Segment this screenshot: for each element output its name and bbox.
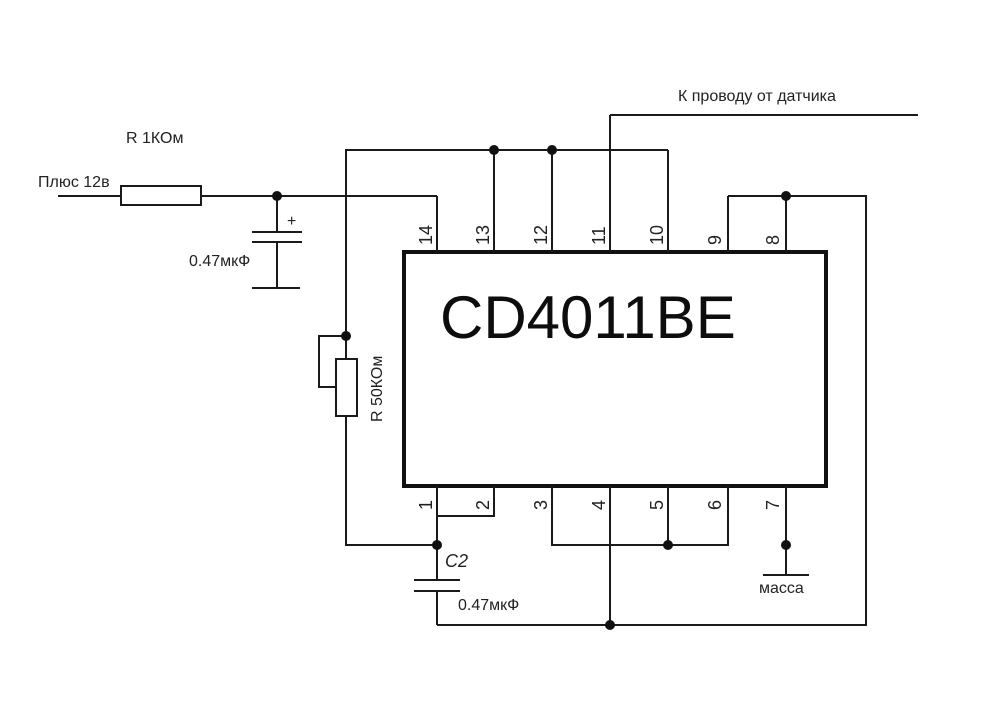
ground-label: масса [759,580,804,597]
junction-dot-pin7 [781,540,791,550]
pin-number-10: 10 [647,225,667,245]
pin-number-8: 8 [763,235,783,245]
pin-3-lead [551,486,668,546]
potentiometer-r2 [335,358,358,417]
cap-c2-value: 0.47мкФ [458,597,519,614]
cap-c2-name: C2 [445,551,468,571]
cap-c1-value: 0.47мкФ [189,253,250,270]
sensor-wire-label: К проводу от датчика [678,88,836,105]
pins-9-8-link [437,195,867,626]
resistor-r1-label: R 1КОм [126,130,183,147]
junction-dot-r1-c1 [272,191,282,201]
pin-number-9: 9 [705,235,725,245]
pin-number-12: 12 [531,225,551,245]
junction-dot-pin12 [547,145,557,155]
pin-number-13: 13 [473,225,493,245]
cap-c1-polarity: + [287,213,296,230]
supply-label: Плюс 12в [38,174,110,191]
pot-r2-bottom-lead [345,416,437,546]
pin-number-5: 5 [647,500,667,510]
junction-dot-pin4 [605,620,615,630]
pot-r2-wiper [318,335,346,388]
resistor-r1 [120,185,202,206]
pin-6-lead [668,486,729,546]
resistor-r2-label: R 50КОм [369,356,386,422]
pin-number-7: 7 [763,500,783,510]
pin-number-6: 6 [705,500,725,510]
pin-number-14: 14 [416,225,436,245]
pin-number-1: 1 [416,500,436,510]
junction-dot-pot-r2 [341,331,351,341]
ic-body [402,250,828,488]
pin-number-4: 4 [589,500,609,510]
top-bus-wire [345,149,668,336]
ic-name: CD4011BE [440,284,736,351]
pin-number-11: 11 [589,226,609,245]
pin-number-2: 2 [473,500,493,510]
pin-2-lead [437,486,495,517]
junction-dot-pin1 [432,540,442,550]
junction-dot-pin8 [781,191,791,201]
junction-dot-pin5 [663,540,673,550]
pin-number-3: 3 [531,500,551,510]
junction-dot-pin13 [489,145,499,155]
